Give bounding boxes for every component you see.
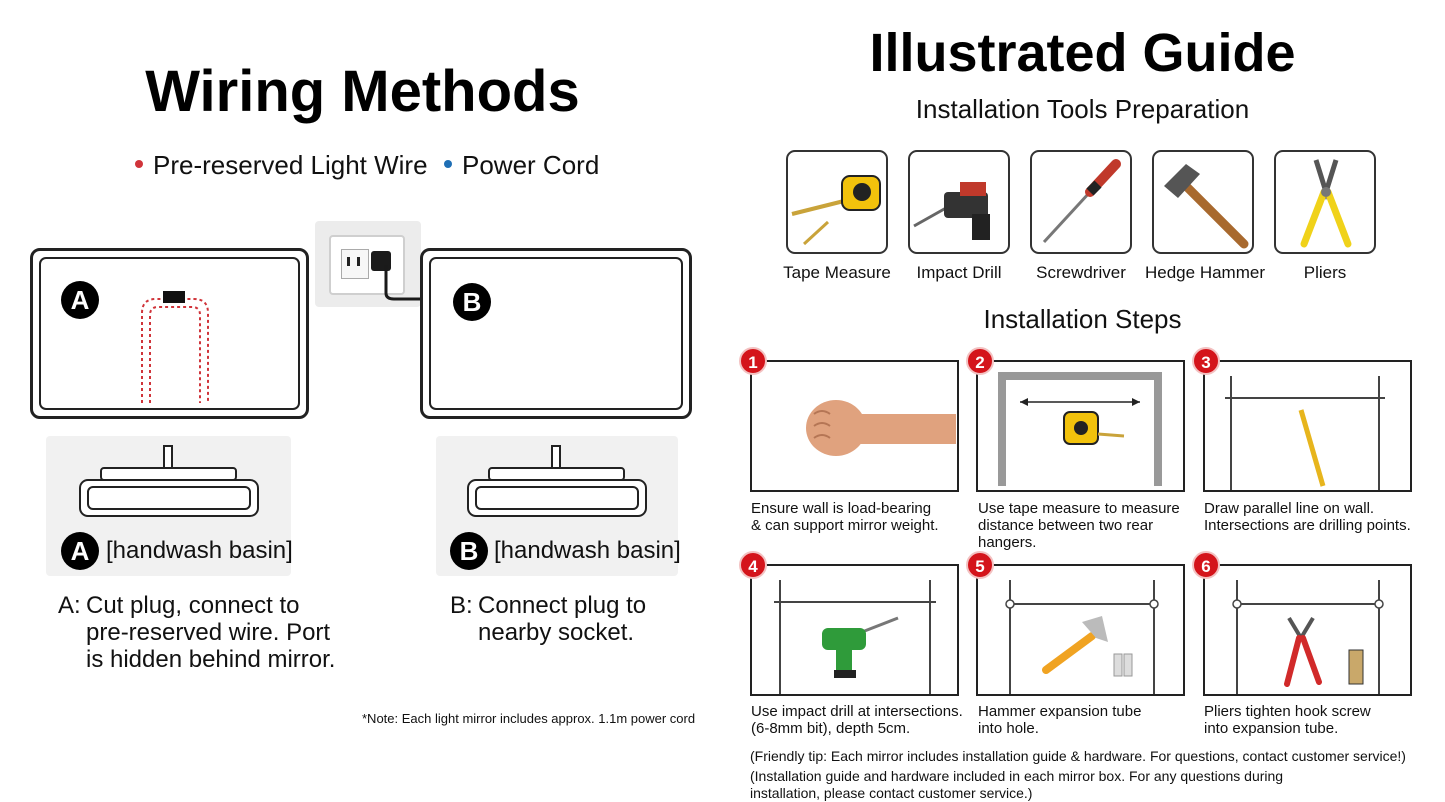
basin-a-icon — [79, 445, 259, 517]
tool-card-pliers — [1274, 150, 1376, 254]
blue-dot-icon — [444, 160, 452, 169]
power-cord-note: *Note: Each light mirror includes approx… — [362, 711, 696, 726]
installation-tip-line-1: (Installation guide and hardware include… — [750, 768, 1284, 784]
mirror-a-badge: A — [61, 281, 99, 319]
basin-b-icon — [467, 445, 647, 517]
step-5-number: 5 — [966, 551, 994, 579]
pliers-icon — [1300, 159, 1352, 248]
step-text-line: (6-8mm bit), depth 5cm. — [751, 720, 911, 737]
basin-a-label: [handwash basin] — [106, 537, 293, 564]
tool-card-screwdriver — [1030, 150, 1132, 254]
method-a-line: is hidden behind mirror. — [86, 646, 336, 673]
method-a-text: Cut plug, connect to pre-reserved wire. … — [86, 592, 386, 673]
step-1-illustration — [750, 360, 959, 492]
hammer-tube-icon — [1005, 580, 1159, 694]
impact-drill-icon — [913, 182, 990, 240]
friendly-tip: (Friendly tip: Each mirror includes inst… — [750, 748, 1406, 764]
tool-card-hammer — [1152, 150, 1254, 254]
step-5-text: Hammer expansion tube into hole. — [978, 703, 1208, 737]
step-text-line: Hammer expansion tube — [978, 703, 1142, 720]
installation-tip-line-2: installation, please contact customer se… — [750, 785, 1033, 801]
step-text-line: Ensure wall is load-bearing — [751, 500, 932, 517]
hammer-icon — [1164, 164, 1249, 249]
step-4-illustration — [750, 564, 959, 696]
step-text-line: Use tape measure to measure — [978, 500, 1180, 517]
step-text-line: hangers. — [978, 534, 1037, 551]
step-5-illustration — [976, 564, 1185, 696]
method-b-line: Connect plug to — [478, 592, 647, 619]
mirror-b: B — [420, 248, 692, 419]
step-text-line: distance between two rear — [978, 517, 1154, 534]
step-3-number: 3 — [1192, 347, 1220, 375]
tool-card-tape-measure — [786, 150, 888, 254]
tool-label: Hedge Hammer — [1145, 263, 1265, 282]
step-3-illustration — [1203, 360, 1412, 492]
mirror-a: A — [30, 248, 309, 419]
tape-measure-icon — [791, 175, 881, 246]
basin-a-card: A [handwash basin] — [46, 436, 293, 576]
basin-b-label: [handwash basin] — [494, 537, 681, 564]
step-1-number: 1 — [739, 347, 767, 375]
legend-power-cord-label: Power Cord — [462, 150, 600, 180]
tool-label: Impact Drill — [916, 263, 1002, 282]
power-cord-icon — [384, 265, 426, 301]
legend-power-cord: Power Cord — [444, 150, 599, 181]
step-text-line: Pliers tighten hook screw — [1204, 703, 1371, 720]
drill-wall-icon — [774, 580, 936, 694]
step-6-text: Pliers tighten hook screw into expansion… — [1204, 703, 1434, 737]
tool-label: Screwdriver — [1036, 263, 1126, 282]
pliers-screw-icon — [1232, 580, 1384, 694]
method-b-prefix: B: — [450, 592, 473, 619]
pencil-line-icon — [1225, 376, 1385, 490]
red-dot-icon — [135, 160, 143, 169]
method-b-text: Connect plug to nearby socket. — [478, 592, 718, 646]
step-text-line: into expansion tube. — [1204, 720, 1339, 737]
basin-b-badge: B — [450, 532, 488, 570]
step-3-text: Draw parallel line on wall. Intersection… — [1204, 500, 1434, 534]
step-4-text: Use impact drill at intersections. (6-8m… — [751, 703, 981, 737]
step-2-number: 2 — [966, 347, 994, 375]
method-a-line: pre-reserved wire. Port — [86, 619, 331, 646]
step-2-illustration — [976, 360, 1185, 492]
step-text-line: Intersections are drilling points. — [1204, 517, 1411, 534]
screwdriver-icon — [1042, 159, 1121, 244]
wall-socket — [315, 221, 421, 307]
basin-a-badge: A — [61, 532, 99, 570]
tool-card-impact-drill — [908, 150, 1010, 254]
method-a-line: Cut plug, connect to — [86, 592, 300, 619]
step-text-line: & can support mirror weight. — [751, 517, 939, 534]
steps-title: Installation Steps — [983, 304, 1182, 334]
tool-label: Tape Measure — [783, 263, 891, 282]
step-6-illustration — [1203, 564, 1412, 696]
step-text-line: Draw parallel line on wall. — [1204, 500, 1375, 517]
legend-light-wire-label: Pre-reserved Light Wire — [153, 150, 428, 180]
step-4-number: 4 — [739, 551, 767, 579]
step-text-line: Use impact drill at intersections. — [751, 703, 963, 720]
step-2-text: Use tape measure to measure distance bet… — [978, 500, 1208, 551]
measure-hangers-icon — [998, 372, 1162, 486]
tools-title: Installation Tools Preparation — [915, 94, 1250, 124]
mirror-b-badge: B — [453, 283, 491, 321]
tool-label: Pliers — [1303, 263, 1347, 282]
illustrated-guide-title: Illustrated Guide — [869, 23, 1296, 83]
step-6-number: 6 — [1192, 551, 1220, 579]
method-a-prefix: A: — [58, 592, 81, 619]
method-b-line: nearby socket. — [478, 619, 635, 646]
fist-knock-icon — [806, 400, 956, 456]
basin-b-card: B [handwash basin] — [436, 436, 681, 576]
light-wire-icon — [141, 291, 209, 403]
wiring-methods-title: Wiring Methods — [145, 59, 580, 124]
step-1-text: Ensure wall is load-bearing & can suppor… — [751, 500, 981, 534]
step-text-line: into hole. — [978, 720, 1039, 737]
legend-light-wire: Pre-reserved Light Wire — [135, 150, 428, 181]
